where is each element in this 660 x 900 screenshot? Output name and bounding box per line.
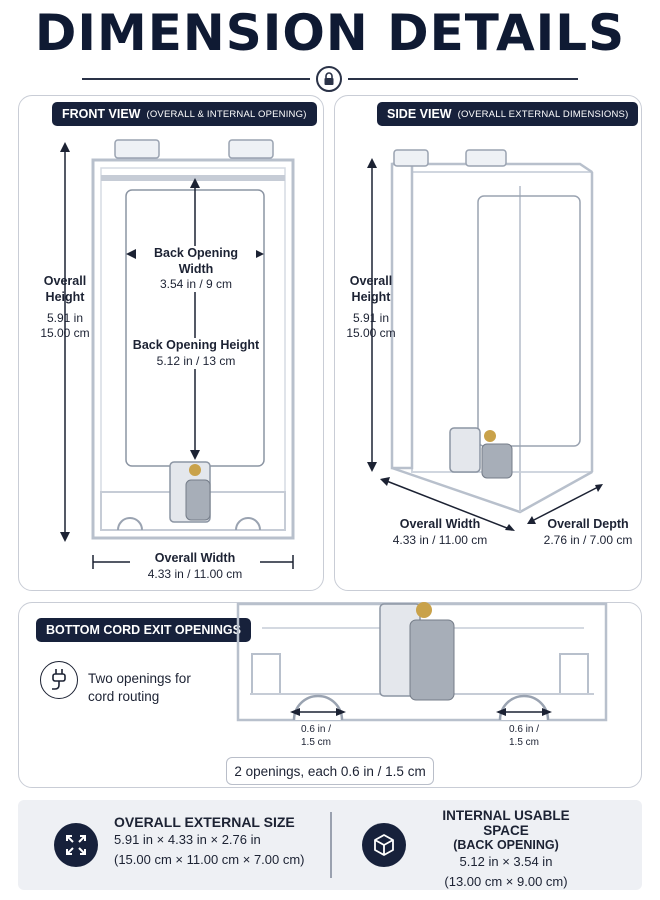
front-back-width-value: 3.54 in / 9 cm xyxy=(159,277,233,292)
side-depth-title: Overall Depth xyxy=(547,517,629,531)
cord-right-cm: 1.5 cm xyxy=(508,736,539,748)
external-size-cm: (15.00 cm × 11.00 cm × 7.00 cm) xyxy=(114,851,305,867)
front-back-height-title: Back Opening Height xyxy=(132,338,260,352)
cord-description: Two openings for cord routing xyxy=(88,671,191,705)
internal-space-in: 5.12 in × 3.54 in xyxy=(459,854,553,869)
front-height-label-2: Height xyxy=(45,289,85,304)
front-width-label: Overall Width 4.33 in / 11.00 cm xyxy=(130,551,260,582)
lock-icon xyxy=(316,66,342,92)
side-width-title: Overall Width xyxy=(399,517,481,531)
cord-tag-label: BOTTOM CORD EXIT OPENINGS xyxy=(46,623,241,637)
cord-left-cm: 1.5 cm xyxy=(300,736,331,748)
title-rule-left xyxy=(82,78,310,80)
internal-space-title-1: INTERNAL USABLE SPACE xyxy=(442,808,570,838)
front-width-title: Overall Width xyxy=(130,551,260,567)
openings-summary: 2 openings, each 0.6 in / 1.5 cm xyxy=(226,757,434,785)
front-height-label-1: Overall xyxy=(43,274,87,288)
side-depth-value: 2.76 in / 7.00 cm xyxy=(543,532,633,547)
side-width-value: 4.33 in / 11.00 cm xyxy=(392,532,488,547)
cord-tag: BOTTOM CORD EXIT OPENINGS xyxy=(36,618,251,642)
side-view-tag-sub: (OVERALL EXTERNAL DIMENSIONS) xyxy=(457,108,629,120)
spec-divider xyxy=(330,812,332,878)
internal-space-title-2: (BACK OPENING) xyxy=(453,838,559,852)
front-view-tag: FRONT VIEW (OVERALL & INTERNAL OPENING) xyxy=(52,102,317,126)
cube-icon xyxy=(362,823,406,867)
side-width-label: Overall Width 4.33 in / 11.00 cm xyxy=(376,517,504,548)
front-back-height-value: 5.12 in / 13 cm xyxy=(156,353,236,368)
power-plug-icon xyxy=(40,661,78,699)
expand-arrows-icon xyxy=(54,823,98,867)
front-back-width-label: Back Opening Width 3.54 in / 9 cm xyxy=(136,246,256,293)
cord-right-in: 0.6 in / xyxy=(508,724,540,735)
external-size-in: 5.91 in × 4.33 in × 2.76 in xyxy=(114,832,261,847)
front-height-in: 5.91 in xyxy=(46,311,84,326)
external-size-spec: OVERALL EXTERNAL SIZE 5.91 in × 4.33 in … xyxy=(114,814,305,869)
cord-right-dim-label: 0.6 in / 1.5 cm xyxy=(498,724,550,749)
side-height-label-2: Height xyxy=(351,289,391,304)
internal-space-spec: INTERNAL USABLE SPACE (BACK OPENING) 5.1… xyxy=(424,808,588,891)
cord-left-in: 0.6 in / xyxy=(300,724,332,735)
front-back-width-title: Back Opening Width xyxy=(153,246,239,276)
page-title: DIMENSION DETAILS xyxy=(34,4,626,62)
front-height-label: Overall Height 5.91 in 15.00 cm xyxy=(36,274,94,341)
front-height-cm: 15.00 cm xyxy=(40,326,90,341)
title-rule-right xyxy=(348,78,578,80)
side-view-tag-label: SIDE VIEW xyxy=(387,107,452,121)
side-height-cm: 15.00 cm xyxy=(346,326,396,341)
front-view-tag-sub: (OVERALL & INTERNAL OPENING) xyxy=(146,108,307,120)
external-size-title: OVERALL EXTERNAL SIZE xyxy=(114,814,295,830)
internal-space-cm: (13.00 cm × 9.00 cm) xyxy=(444,873,568,889)
front-view-tag-label: FRONT VIEW xyxy=(62,107,141,121)
side-height-label-1: Overall xyxy=(349,274,393,288)
front-back-height-label: Back Opening Height 5.12 in / 13 cm xyxy=(132,338,260,369)
cord-left-dim-label: 0.6 in / 1.5 cm xyxy=(290,724,342,749)
side-height-in: 5.91 in xyxy=(352,311,390,326)
side-view-tag: SIDE VIEW (OVERALL EXTERNAL DIMENSIONS) xyxy=(377,102,639,126)
side-height-label: Overall Height 5.91 in 15.00 cm xyxy=(342,274,400,341)
side-depth-label: Overall Depth 2.76 in / 7.00 cm xyxy=(536,517,640,548)
front-width-value: 4.33 in / 11.00 cm xyxy=(147,566,243,581)
